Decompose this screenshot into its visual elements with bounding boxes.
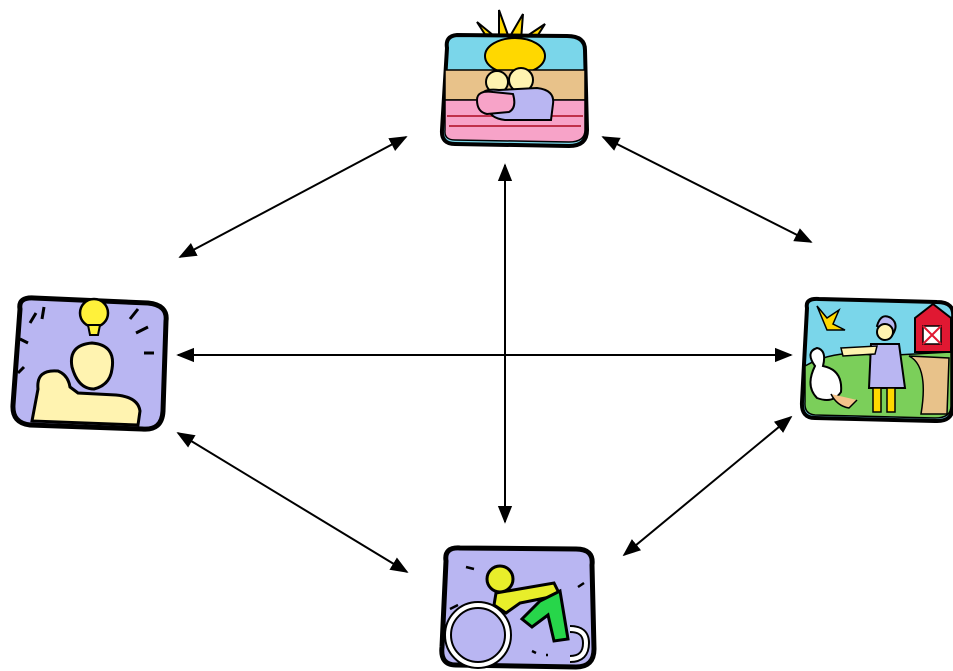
arrow-farm-to-cyclist: [622, 415, 793, 557]
arrow-thinker-to-cyclist: [176, 432, 409, 573]
lightbulb-thinker-icon: [10, 295, 169, 432]
arrow-sunrise-to-thinker: [178, 136, 408, 258]
sunrise-couple-icon: [439, 9, 590, 149]
farmer-with-goose-icon: [799, 296, 953, 424]
arrow-sunrise-to-farm: [601, 136, 813, 243]
cyclist-icon: [439, 545, 597, 670]
connections: [176, 136, 813, 573]
